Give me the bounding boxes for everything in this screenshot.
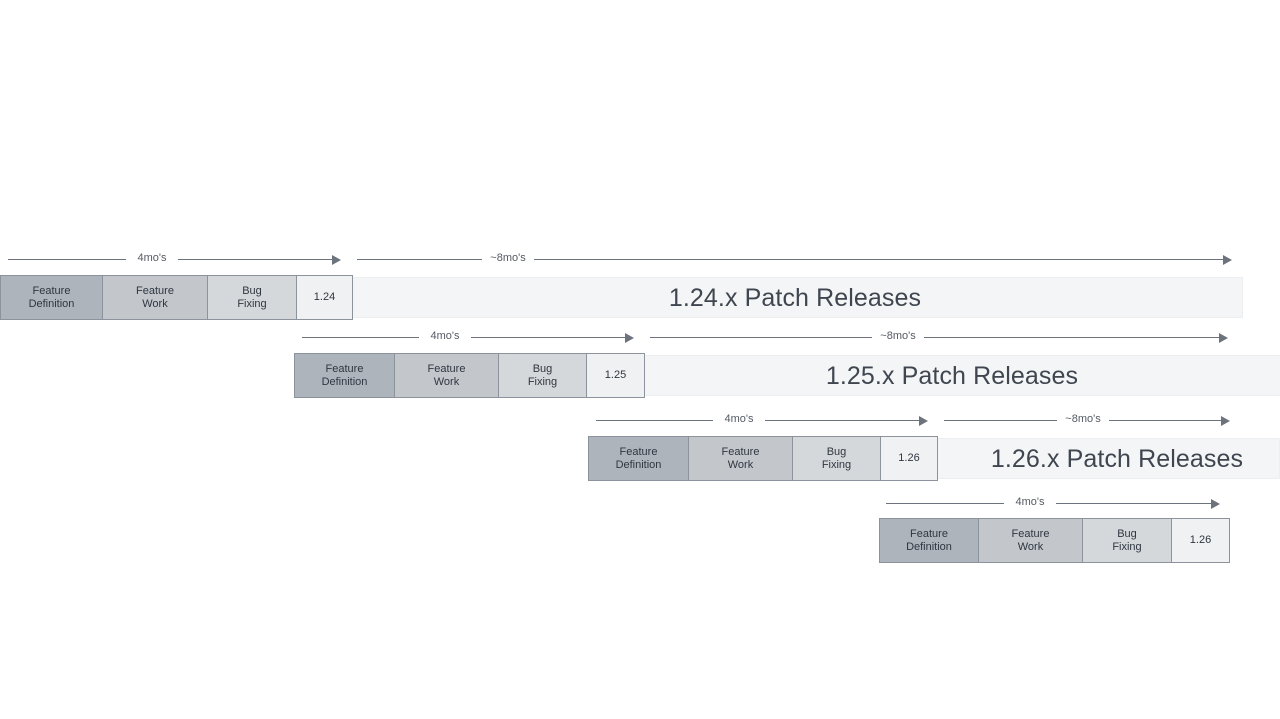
dev-duration-arrow-row-1-25-arrowhead-icon [625,332,634,343]
patch-release-label-1.25: 1.25.x Patch Releases [825,362,1079,390]
dev-duration-arrow-row-1-24-label: 4mo's [137,252,167,264]
dev-duration-arrow-row-1-26b-line-left [886,503,1004,504]
phase-feature-work-row-1-26b[interactable]: Feature Work [978,518,1082,563]
phase-feature-definition-row-1-24[interactable]: Feature Definition [0,275,102,320]
patch-duration-arrow-row-1-24-arrowhead-icon [1223,254,1232,265]
dev-duration-arrow-row-1-26b-arrowhead-icon [1211,498,1220,509]
phase-bug-fixing-row-1-24[interactable]: Bug Fixing [207,275,296,320]
dev-duration-arrow-row-1-25-line-left [302,337,419,338]
patch-duration-arrow-row-1-25-arrowhead-icon [1219,332,1228,343]
phase-bug-fixing-row-1-26b[interactable]: Bug Fixing [1082,518,1171,563]
patch-release-label-1.26: 1.26.x Patch Releases [990,445,1244,473]
dev-duration-arrow-row-1-24-arrowhead-icon [332,254,341,265]
dev-duration-arrow-row-1-26b-line-right [1056,503,1212,504]
phase-feature-work-row-1-26[interactable]: Feature Work [688,436,792,481]
dev-duration-arrow-row-1-25-label: 4mo's [430,330,460,342]
patch-duration-arrow-row-1-26-arrowhead-icon [1221,415,1230,426]
dev-duration-arrow-row-1-24-line-left [8,259,126,260]
patch-duration-arrow-row-1-26-line-right [1109,420,1222,421]
phase-feature-definition-row-1-26[interactable]: Feature Definition [588,436,688,481]
patch-release-label-1.24: 1.24.x Patch Releases [668,284,922,312]
dev-duration-arrow-row-1-26: 4mo's [596,411,928,433]
dev-duration-arrow-row-1-26-arrowhead-icon [919,415,928,426]
patch-duration-arrow-row-1-24-line-right [534,259,1224,260]
patch-duration-arrow-row-1-26: ~8mo's [944,411,1230,433]
dev-duration-arrow-row-1-26-line-left [596,420,713,421]
phase-feature-work-row-1-25[interactable]: Feature Work [394,353,498,398]
patch-duration-arrow-row-1-24: ~8mo's [357,250,1232,272]
dev-duration-arrow-row-1-26-label: 4mo's [724,413,754,425]
phase-feature-definition-row-1-26b[interactable]: Feature Definition [879,518,978,563]
dev-duration-arrow-row-1-24-line-right [178,259,333,260]
phase-version-marker-row-1-26b[interactable]: 1.26 [1171,518,1230,563]
patch-duration-arrow-row-1-26-label: ~8mo's [1065,413,1101,425]
phase-feature-definition-row-1-25[interactable]: Feature Definition [294,353,394,398]
phase-version-marker-row-1-24[interactable]: 1.24 [296,275,353,320]
dev-duration-arrow-row-1-25: 4mo's [302,328,634,350]
patch-duration-arrow-row-1-26-line-left [944,420,1057,421]
patch-duration-arrow-row-1-25: ~8mo's [650,328,1228,350]
patch-duration-arrow-row-1-24-line-left [357,259,482,260]
patch-duration-arrow-row-1-25-line-left [650,337,872,338]
phase-version-marker-row-1-25[interactable]: 1.25 [586,353,645,398]
patch-duration-arrow-row-1-25-label: ~8mo's [880,330,916,342]
dev-duration-arrow-row-1-26b-label: 4mo's [1015,496,1045,508]
phase-bug-fixing-row-1-25[interactable]: Bug Fixing [498,353,586,398]
dev-duration-arrow-row-1-24: 4mo's [8,250,341,272]
dev-duration-arrow-row-1-26-line-right [765,420,920,421]
patch-duration-arrow-row-1-25-line-right [924,337,1220,338]
phase-bug-fixing-row-1-26[interactable]: Bug Fixing [792,436,880,481]
phase-feature-work-row-1-24[interactable]: Feature Work [102,275,207,320]
patch-duration-arrow-row-1-24-label: ~8mo's [490,252,526,264]
phase-version-marker-row-1-26[interactable]: 1.26 [880,436,938,481]
dev-duration-arrow-row-1-25-line-right [471,337,626,338]
dev-duration-arrow-row-1-26b: 4mo's [886,494,1220,516]
